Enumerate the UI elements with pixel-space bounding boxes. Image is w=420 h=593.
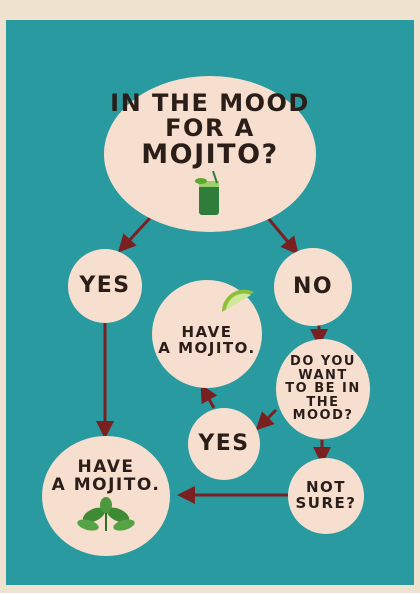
no-node: NO (274, 248, 352, 326)
want-mood-line-3: TO BE IN (285, 381, 361, 397)
no-label: NO (292, 274, 334, 300)
have-mojito-left-line-2: A MOJITO. (51, 475, 161, 495)
want-mood-line-1: DO YOU (290, 353, 356, 369)
want-mood-node: DO YOU WANT TO BE IN THE MOOD? (276, 339, 370, 439)
want-mood-line-4: THE MOOD? (292, 394, 354, 424)
start-node: IN THE MOOD FOR A MOJITO? (104, 76, 316, 232)
have-mojito-center-line-1: HAVE (181, 323, 233, 342)
mint-leaves-icon (77, 496, 135, 531)
have-mojito-left-node: HAVE A MOJITO. (42, 436, 170, 556)
not-sure-node: NOT SURE? (288, 458, 364, 534)
yes-left-label: YES (79, 273, 131, 299)
start-line-1: IN THE MOOD (110, 88, 310, 117)
start-line-2: FOR A (165, 113, 255, 142)
have-mojito-center-node: HAVE A MOJITO. (152, 280, 262, 388)
arrow-want-mood-to-yes (255, 408, 278, 431)
yes-center-node: YES (188, 408, 260, 480)
arrow-start-to-no (266, 217, 299, 255)
have-mojito-center-line-2: A MOJITO. (158, 339, 256, 357)
not-sure-line-1: NOT (305, 478, 347, 497)
yes-left-node: YES (68, 249, 142, 323)
lime-wedge-icon (221, 289, 254, 312)
start-line-3: MOJITO? (141, 139, 279, 171)
mojito-glass-icon (195, 171, 219, 216)
yes-center-label: YES (198, 431, 250, 457)
have-mojito-left-line-1: HAVE (77, 457, 135, 478)
want-mood-line-2: WANT (298, 367, 348, 383)
arrow-start-to-yes (117, 216, 152, 253)
not-sure-line-2: SURE? (295, 494, 357, 512)
arrow-yes-to-have-mojito-center (200, 384, 218, 409)
